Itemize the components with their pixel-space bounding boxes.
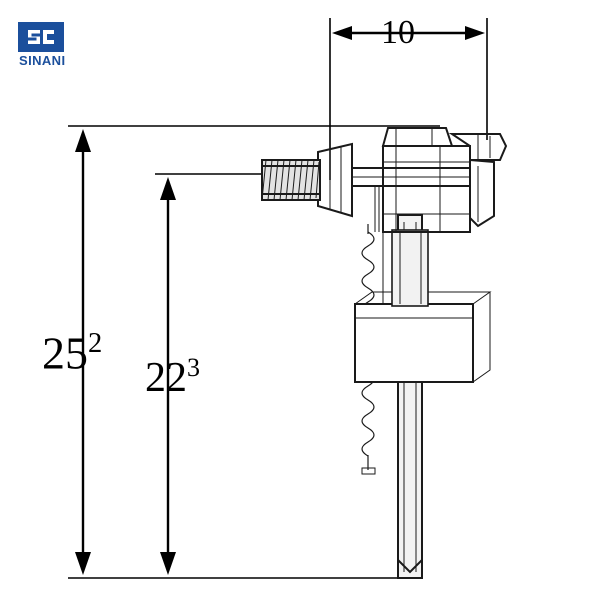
- dimension-label-223: 223: [145, 353, 201, 401]
- dimension-line-10: [332, 26, 485, 40]
- dimension-line-252: [75, 129, 91, 575]
- brand-logo: SINANI: [18, 22, 92, 74]
- dimension-label-252: 252: [42, 327, 103, 379]
- valve-assembly: [261, 127, 508, 579]
- logo-wordmark: SINANI: [19, 53, 66, 68]
- dimension-label-10: 10: [381, 14, 415, 51]
- sinani-square-logo: [18, 22, 64, 52]
- dimension-line-223: [160, 177, 176, 575]
